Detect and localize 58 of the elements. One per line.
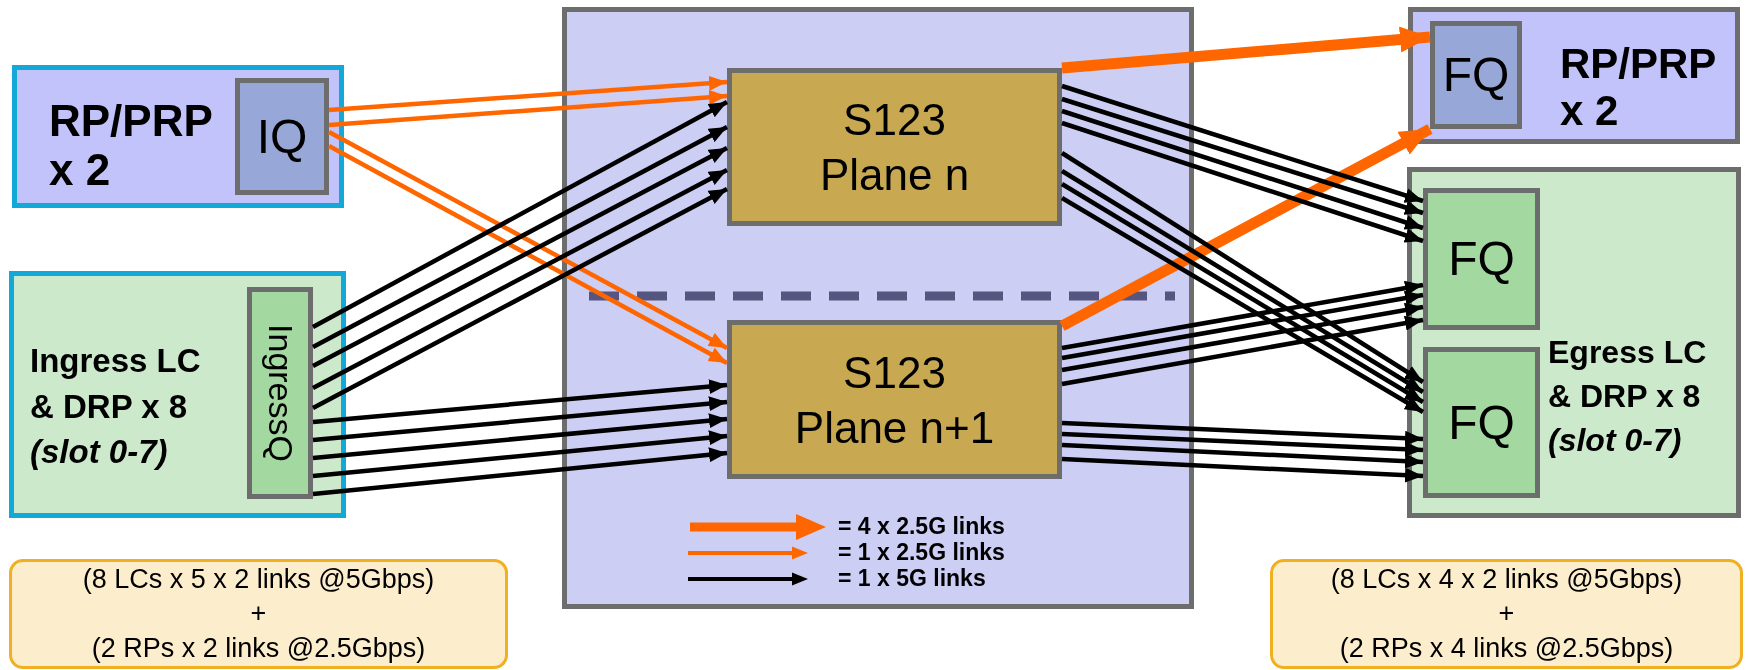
node-label: Ingress LC & DRP x 8 (slot 0-7) xyxy=(30,341,202,473)
note-text: + xyxy=(1498,597,1515,631)
arrow xyxy=(312,379,728,425)
fabric-panel xyxy=(562,7,1194,609)
arrow xyxy=(1061,120,1424,244)
arrow xyxy=(311,187,729,410)
node-label: RP/PRP x 2 xyxy=(49,96,214,195)
queue-box xyxy=(247,287,313,499)
arrow xyxy=(1061,280,1424,351)
arrow xyxy=(311,168,729,390)
arrow xyxy=(1061,315,1424,387)
arrow xyxy=(1061,456,1424,483)
note-text: + xyxy=(250,597,267,631)
arrow xyxy=(1061,420,1424,446)
arrow xyxy=(328,89,728,128)
note-text: (8 LCs x 4 x 2 links @5Gbps) xyxy=(1330,563,1683,596)
queue-box xyxy=(1423,347,1540,498)
arrow xyxy=(311,100,729,329)
node-label: S123 Plane n xyxy=(818,94,971,201)
legend-text: = 1 x 5G links xyxy=(838,566,986,590)
arrow xyxy=(312,447,728,497)
arrow xyxy=(1061,431,1424,457)
switch-plane-box xyxy=(727,320,1062,479)
note-text: (2 RPs x 4 links @2.5Gbps) xyxy=(1339,631,1674,665)
arrow xyxy=(1061,96,1424,216)
rp-card xyxy=(12,65,344,208)
arrow xyxy=(1061,442,1424,469)
note-box xyxy=(9,559,508,669)
queue-box xyxy=(1430,21,1522,129)
linecard-card xyxy=(9,271,346,518)
queue-box xyxy=(1423,188,1540,330)
queue-box xyxy=(235,78,329,195)
arrow xyxy=(312,430,728,479)
arrow xyxy=(312,413,728,461)
arrow xyxy=(1061,26,1431,74)
rp-card xyxy=(1408,7,1740,144)
legend-text: = 4 x 2.5G links xyxy=(838,514,1005,538)
node-label: Egress LC & DRP x 8 (slot 0-7) xyxy=(1548,333,1708,461)
arrow xyxy=(1061,83,1424,204)
node-label: IQ xyxy=(256,110,308,163)
legend-text: = 1 x 2.5G links xyxy=(838,540,1005,564)
note-text: (8 LCs x 5 x 2 links @5Gbps) xyxy=(82,563,435,596)
arrow xyxy=(1059,124,1433,331)
node-label: S123 Plane n+1 xyxy=(793,346,996,454)
linecard-card xyxy=(1407,167,1741,518)
node-label: FQ xyxy=(1442,48,1510,102)
node-label: IngressQ xyxy=(261,324,299,462)
note-box xyxy=(1270,559,1743,669)
arrow xyxy=(1061,108,1424,231)
arrow xyxy=(312,396,728,443)
node-label: RP/PRP x 2 xyxy=(1560,40,1717,135)
node-label: FQ xyxy=(1448,396,1515,449)
arrow xyxy=(328,75,728,113)
switch-plane-box xyxy=(727,68,1062,226)
arrow xyxy=(1061,302,1424,373)
node-label: FQ xyxy=(1448,232,1515,286)
arrow xyxy=(1061,290,1424,361)
note-text: (2 RPs x 2 links @2.5Gbps) xyxy=(91,631,426,665)
